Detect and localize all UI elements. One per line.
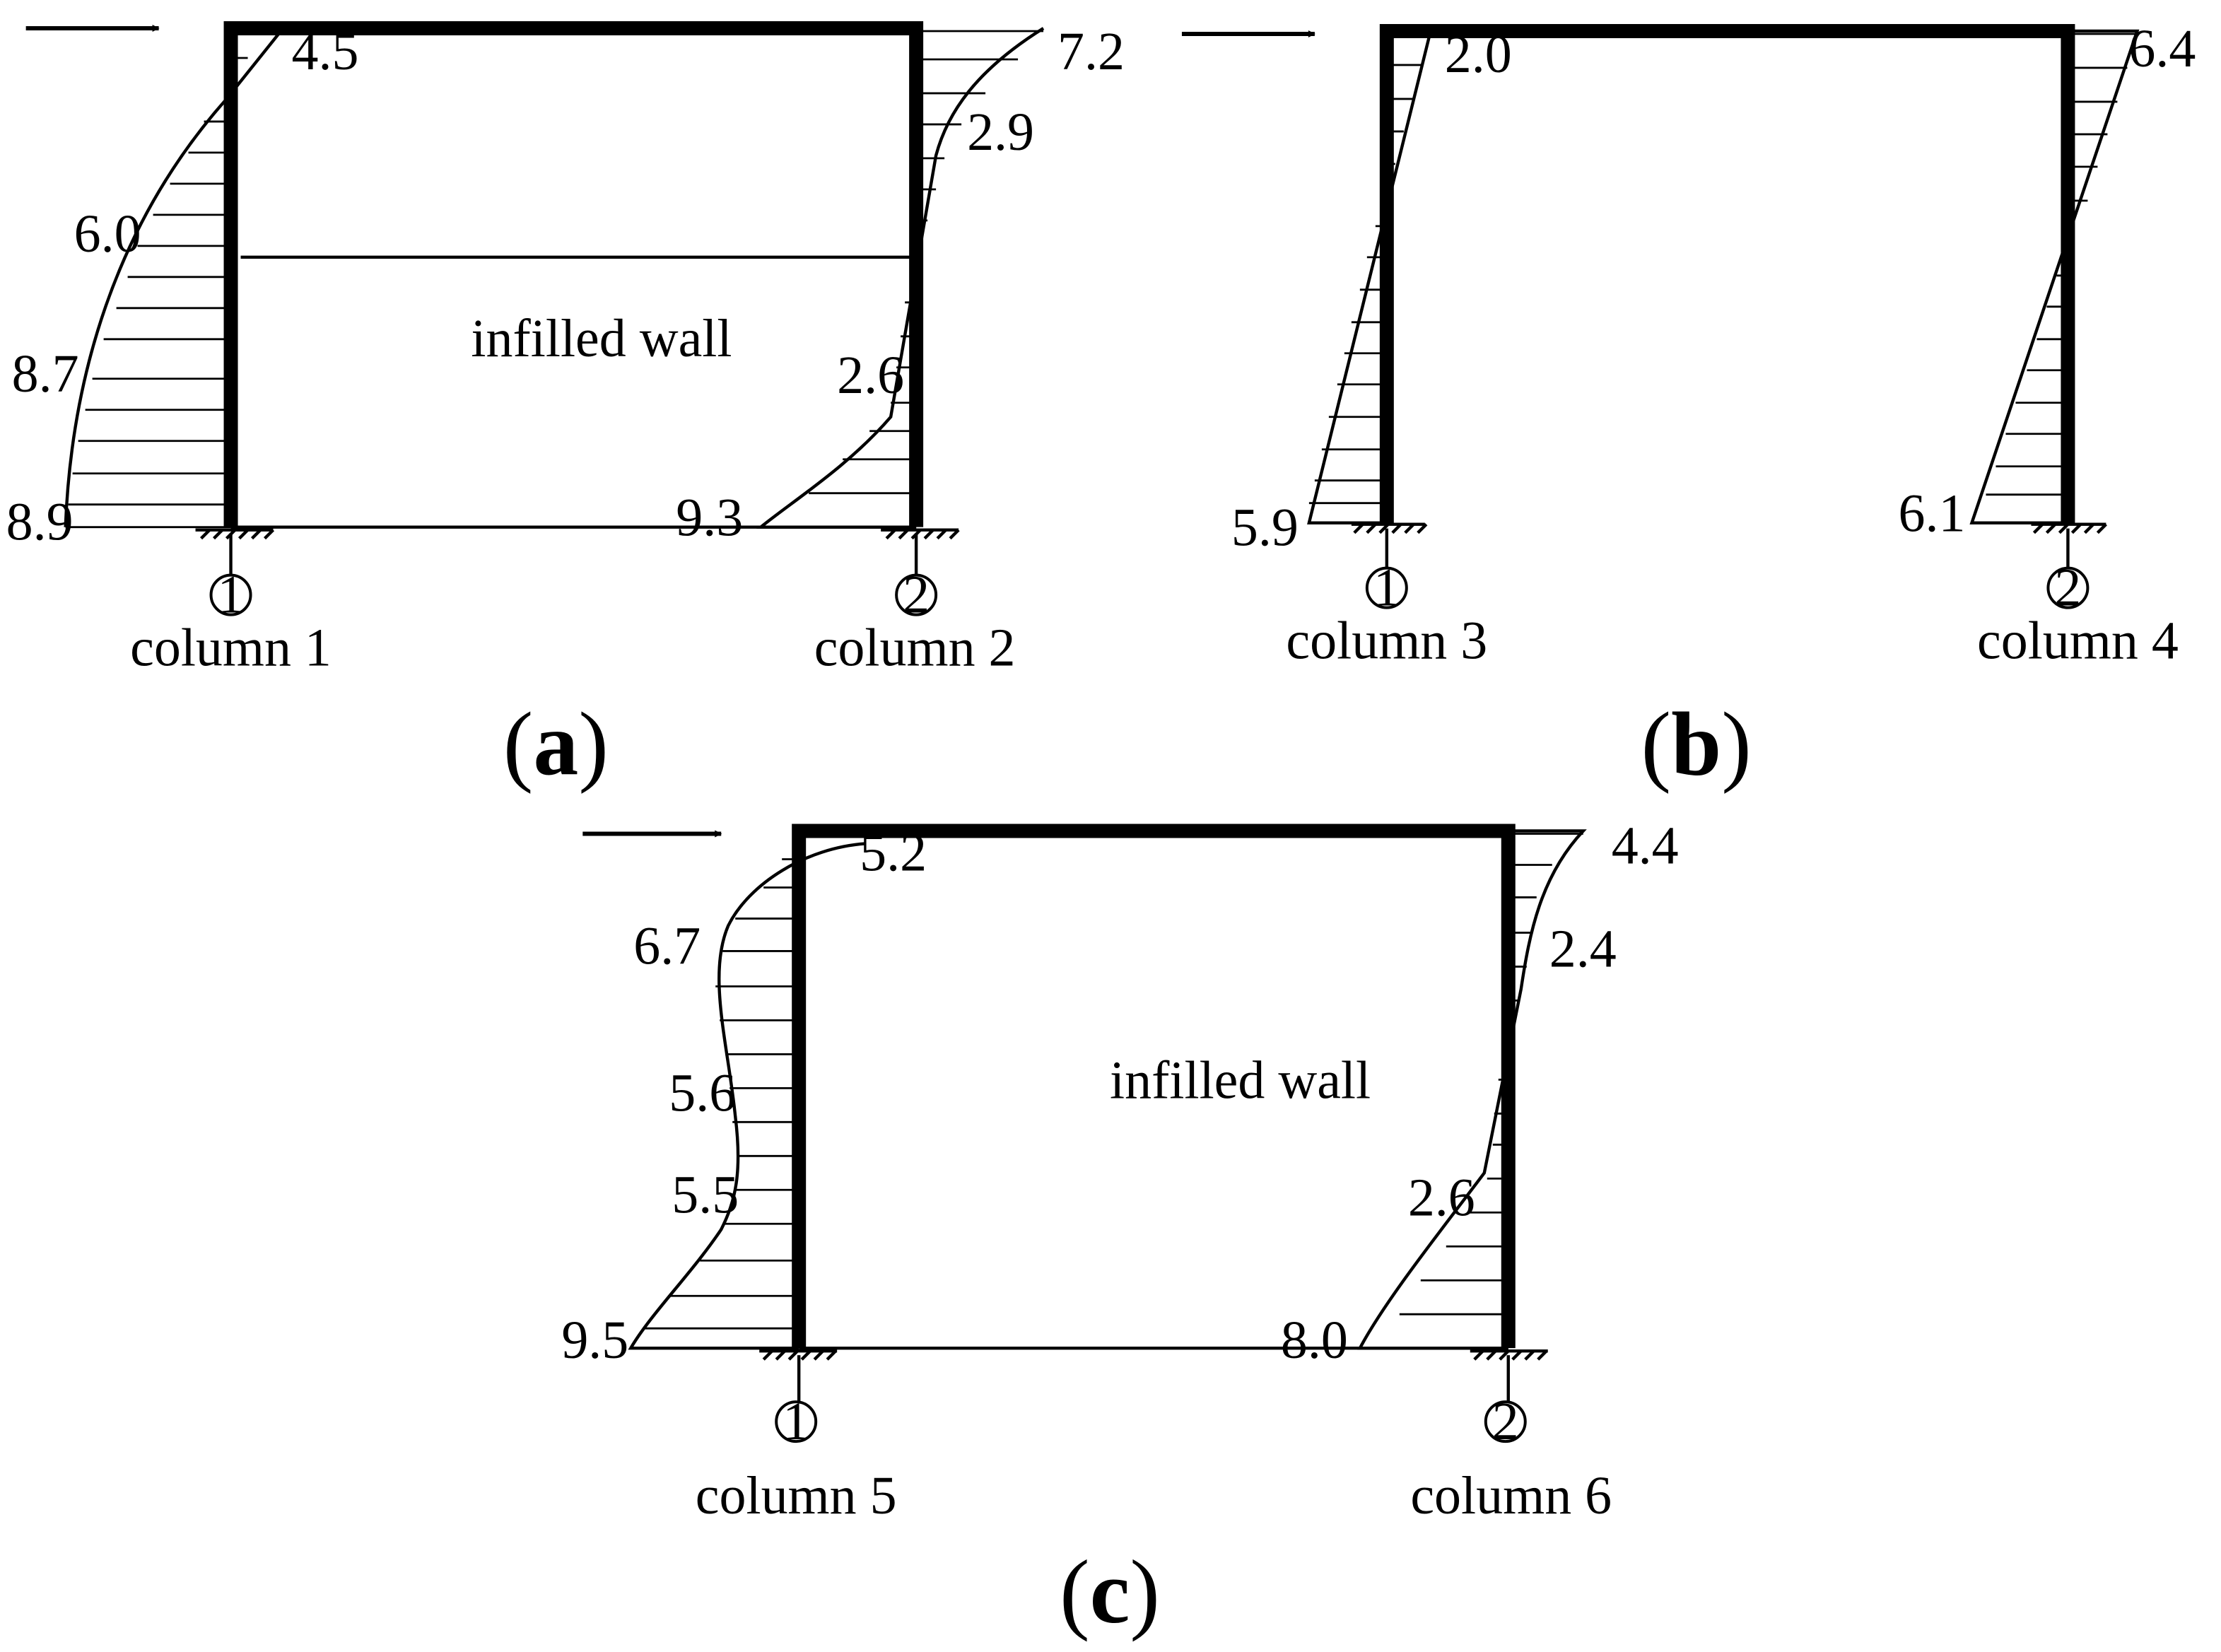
- column-marker-number: 1: [1373, 558, 1400, 618]
- frame: [1379, 23, 2075, 523]
- column-marker-circle: [775, 1400, 818, 1443]
- moment-diagram-column-3: [1307, 30, 1432, 525]
- moment-ordinates: [65, 33, 269, 529]
- column-marker-number: 2: [2054, 558, 2081, 618]
- fixed-support-2: [2031, 522, 2107, 570]
- column-marker-circle: [895, 573, 938, 616]
- moment-value: 2.0: [1445, 25, 1512, 84]
- fixed-support-2: [1470, 1349, 1548, 1402]
- moment-diagram-column-1: [64, 27, 285, 529]
- column-marker-circle: [209, 573, 252, 616]
- frame: [792, 824, 1516, 1349]
- moment-curve: [64, 27, 285, 527]
- column-marker-circle: [1484, 1400, 1527, 1443]
- moment-ordinates: [643, 858, 799, 1330]
- panel-b: 1 2 2.0 5.9 6.4 6.1 column 3 column 4 (b…: [1181, 19, 2196, 795]
- moment-value: 4.4: [1612, 816, 1679, 875]
- panel-a: 1 2 4.5 6.0 8.7 8.9 7.2 2.9 2.6 9.3 infi…: [6, 20, 1125, 795]
- column-label: column 5: [696, 1466, 897, 1525]
- column-label: column 6: [1410, 1466, 1612, 1525]
- infilled-wall-label: infilled wall: [471, 309, 732, 368]
- moment-value: 5.9: [1231, 498, 1299, 558]
- moment-diagram-column-5: [628, 842, 866, 1350]
- moment-ordinates: [809, 30, 1044, 495]
- frame: [223, 20, 924, 527]
- moment-curve: [1969, 29, 2140, 525]
- moment-value: 9.5: [561, 1311, 628, 1370]
- column-label: column 1: [130, 619, 332, 678]
- column-marker-number: 1: [783, 1392, 809, 1451]
- moment-curve: [628, 842, 866, 1350]
- subfigure-label-b: (b): [1641, 694, 1751, 795]
- moment-value: 2.6: [837, 346, 904, 405]
- column-marker-number: 2: [903, 566, 930, 625]
- fixed-support-2: [881, 528, 960, 575]
- moment-value: 5.2: [860, 823, 927, 882]
- moment-value: 2.6: [1408, 1168, 1475, 1227]
- moment-diagram-column-4: [1969, 29, 2140, 525]
- column-marker-number: 2: [1492, 1392, 1519, 1451]
- moment-value: 6.1: [1899, 484, 1966, 544]
- fixed-support-1: [1351, 522, 1428, 570]
- moment-curve: [756, 27, 1045, 529]
- moment-value: 2.9: [967, 102, 1034, 162]
- fixed-support-1: [195, 528, 275, 575]
- fixed-support-1: [759, 1349, 838, 1402]
- moment-value: 5.5: [672, 1165, 739, 1224]
- moment-value: 2.4: [1549, 919, 1617, 978]
- infilled-wall-label: infilled wall: [1110, 1050, 1371, 1110]
- moment-value: 5.6: [669, 1063, 736, 1123]
- subfigure-label-a: (a): [503, 694, 609, 795]
- moment-value: 4.5: [291, 22, 358, 81]
- column-marker-circle: [1365, 566, 1408, 609]
- panel-c: 1 2 5.2 6.7 5.6 5.5 9.5 4.4 2.4 2.6 8.0 …: [561, 816, 1678, 1642]
- column-marker-number: 1: [218, 566, 245, 625]
- moment-value: 6.4: [2128, 19, 2196, 78]
- moment-value: 8.9: [6, 493, 74, 552]
- moment-diagram-column-2: [756, 27, 1045, 529]
- moment-diagram-column-6: [1357, 829, 1587, 1350]
- column-label: column 3: [1286, 611, 1487, 671]
- moment-value: 7.2: [1057, 22, 1125, 81]
- moment-value: 6.7: [633, 916, 701, 976]
- moment-curve: [1357, 829, 1587, 1350]
- moment-ordinates: [1399, 833, 1583, 1316]
- moment-value: 6.0: [74, 204, 141, 264]
- moment-value: 8.7: [12, 344, 79, 404]
- moment-value: 8.0: [1281, 1311, 1348, 1370]
- moment-value: 9.3: [676, 488, 743, 548]
- column-label: column 4: [1977, 611, 2179, 671]
- subfigure-label-c: (c): [1060, 1542, 1160, 1642]
- column-label: column 2: [814, 619, 1016, 678]
- column-marker-circle: [2046, 566, 2090, 609]
